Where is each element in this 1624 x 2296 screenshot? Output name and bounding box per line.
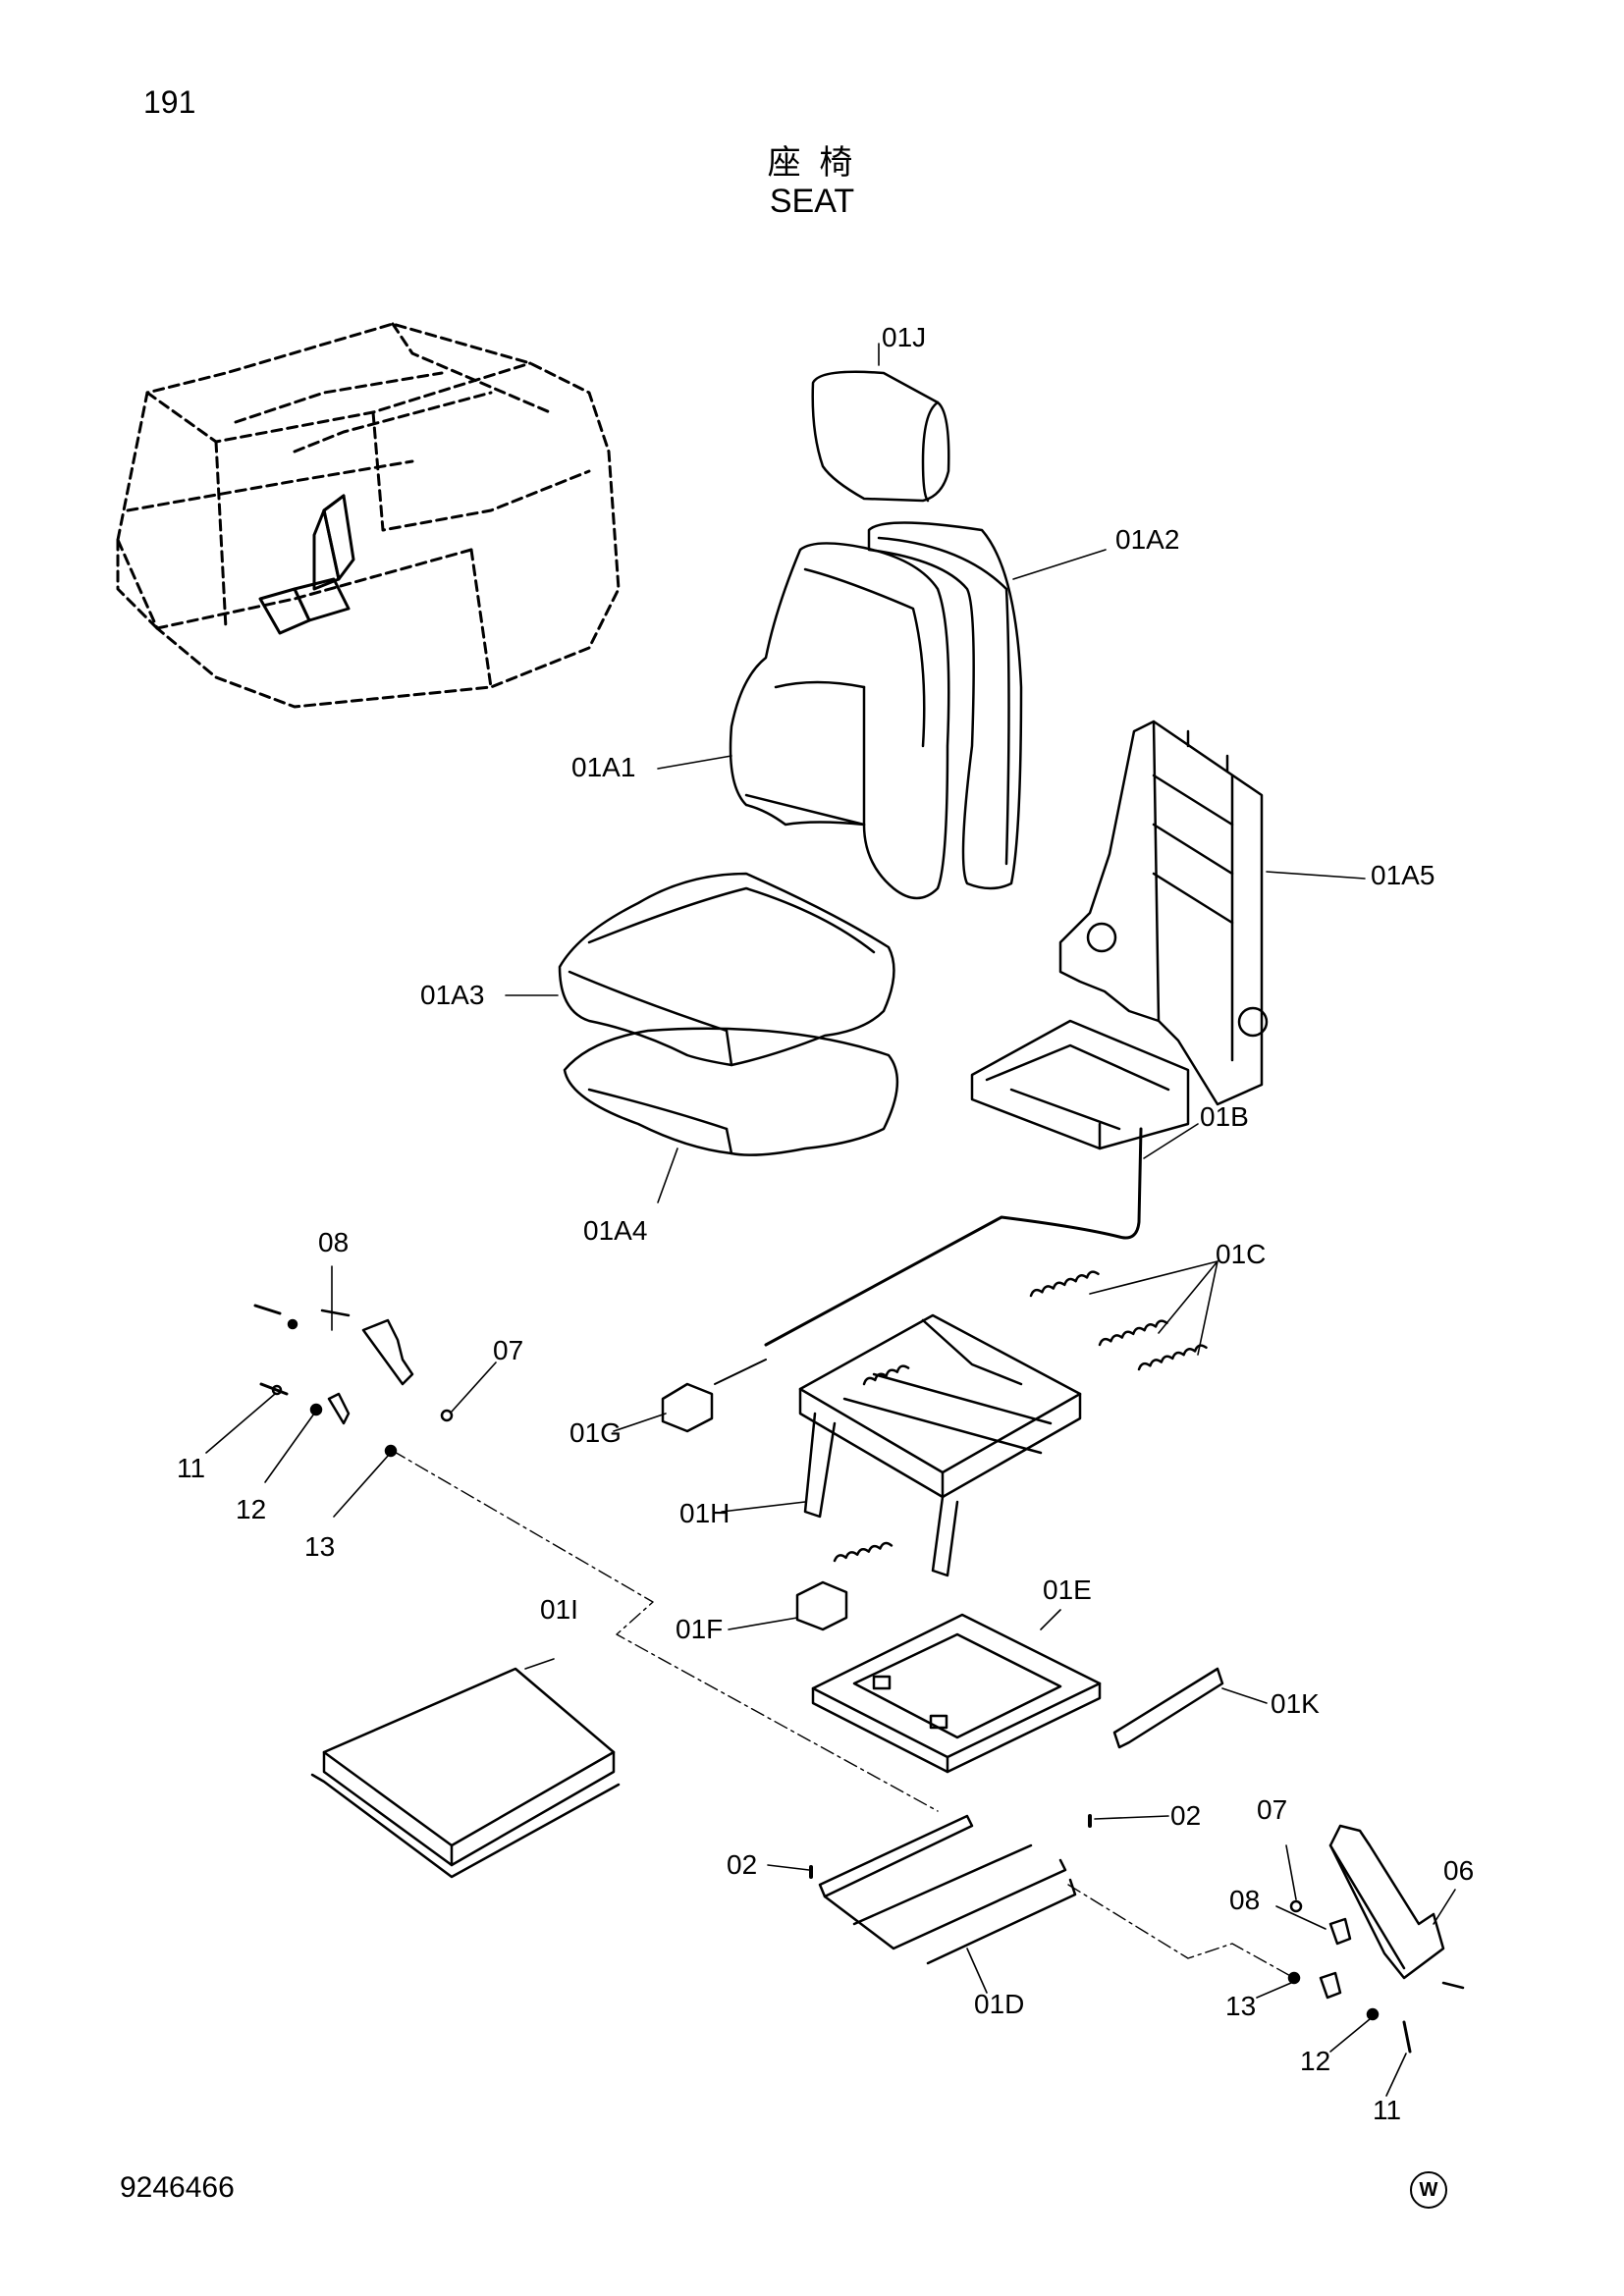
seat-frame-01A5 (970, 720, 1269, 1150)
leader-01K (1221, 1687, 1268, 1704)
leader-13b (1256, 1982, 1292, 1999)
callout-01A2: 01A2 (1115, 524, 1180, 555)
seat-cushion-01A3 (558, 872, 895, 1067)
leader-01E (1040, 1609, 1061, 1630)
callout-02-right: 02 (1170, 1800, 1202, 1831)
leader-01A1 (657, 755, 732, 770)
nut-13a (384, 1444, 398, 1458)
callout-01D: 01D (974, 1989, 1025, 2019)
callout-13-right: 13 (1225, 1991, 1257, 2021)
callout-12-right: 12 (1300, 2046, 1331, 2076)
leader-06 (1433, 1889, 1456, 1925)
title-japanese: 座 椅 (767, 143, 857, 183)
callout-07-left: 07 (493, 1335, 524, 1365)
washer-12b (1366, 2007, 1380, 2021)
bracket-01K (1112, 1667, 1224, 1749)
leader-01A5 (1266, 871, 1366, 880)
backrest-01A1 (729, 542, 950, 900)
springs-01C (1029, 1270, 1208, 1371)
leader-01F (728, 1617, 798, 1630)
leader-01B (1143, 1123, 1199, 1159)
leader-01H (721, 1501, 806, 1513)
assembly-lines (392, 1450, 1295, 1979)
callout-01E: 01E (1043, 1575, 1092, 1605)
knob-01F (795, 1580, 848, 1631)
leader-01A4 (657, 1148, 678, 1203)
leader-07b (1285, 1844, 1297, 1900)
leader-02a (767, 1864, 810, 1871)
leader-07a (451, 1362, 497, 1413)
spring-01F-area (833, 1541, 893, 1563)
callout-08-right: 08 (1229, 1885, 1261, 1915)
leader-11b (1385, 2053, 1407, 2097)
callout-02-left: 02 (727, 1849, 758, 1880)
cushion-01I (310, 1667, 621, 1879)
callout-01B: 01B (1200, 1101, 1249, 1132)
leader-12a (264, 1413, 315, 1483)
leader-02b (1094, 1815, 1169, 1820)
nut-07a (440, 1409, 454, 1422)
seat-belt-left (320, 1308, 414, 1425)
callout-01A5: 01A5 (1371, 860, 1435, 890)
title-english: SEAT (769, 183, 855, 220)
knob-01G (661, 1382, 714, 1433)
callout-12-left: 12 (236, 1494, 267, 1524)
lever-rod-01B (764, 1127, 1143, 1347)
page-number: 191 (143, 84, 196, 120)
callout-01A3: 01A3 (420, 980, 485, 1010)
nut-07b (1289, 1899, 1303, 1913)
cab-seat-drawing (258, 494, 355, 635)
washer-12a (309, 1403, 323, 1416)
callout-13-left: 13 (304, 1531, 336, 1562)
circled-w-mark: W (1410, 2171, 1447, 2209)
leader-13a (333, 1454, 390, 1518)
seat-belt-right (1319, 1824, 1465, 2000)
slide-rails-01D (818, 1814, 1077, 1965)
leader-12b (1329, 2018, 1371, 2053)
callout-11-right: 11 (1373, 2095, 1402, 2125)
headrest-01J (811, 370, 950, 503)
back-cover-01A2 (867, 521, 1023, 890)
callout-01G: 01G (569, 1417, 622, 1448)
callout-01K: 01K (1271, 1688, 1320, 1719)
seat-pad-01A4 (563, 1027, 899, 1156)
callout-01J: 01J (882, 322, 927, 352)
callout-01A4: 01A4 (583, 1215, 648, 1246)
cab-overview-drawing (116, 322, 621, 709)
leader-01I (524, 1658, 555, 1670)
leader-01A2 (1012, 549, 1107, 580)
callout-01C: 01C (1216, 1239, 1267, 1269)
leader-08b (1275, 1905, 1326, 1930)
leader-01C (1089, 1260, 1218, 1356)
leader-01G (613, 1413, 667, 1432)
callout-01I: 01I (540, 1594, 578, 1625)
callout-01F: 01F (676, 1614, 724, 1644)
callout-11-left: 11 (177, 1453, 206, 1483)
callout-08-left: 08 (318, 1227, 350, 1257)
leader-11a (205, 1393, 276, 1454)
bolt-11b (1402, 2020, 1412, 2054)
leader-01D (966, 1948, 988, 1994)
document-number: 9246466 (120, 2171, 235, 2204)
callout-01A1: 01A1 (571, 752, 636, 782)
callout-01H: 01H (679, 1498, 731, 1528)
callout-07-right: 07 (1257, 1794, 1288, 1825)
callout-06: 06 (1443, 1855, 1475, 1886)
rail-base-01E (811, 1613, 1102, 1774)
suspension-01H (798, 1313, 1082, 1577)
